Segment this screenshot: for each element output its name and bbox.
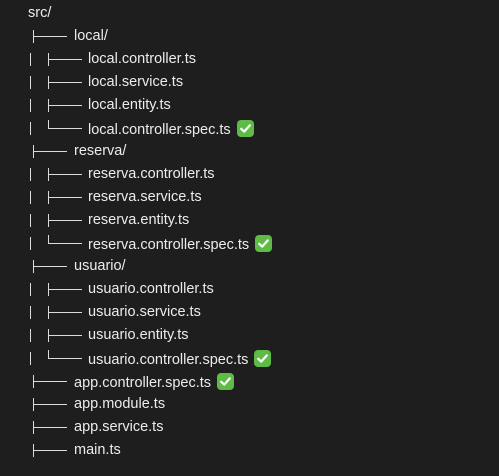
tree-entry: app.controller.spec.ts [0,370,499,393]
entry-name: app.controller.spec.ts [74,373,235,392]
tree-entry: main.ts [0,439,499,462]
tree-child-entry: reserva.controller.spec.ts [0,232,499,255]
check-mark-icon [217,373,235,390]
tree-child-entry: reserva.entity.ts [0,209,499,232]
check-mark-icon [254,350,272,367]
tree-child-entry: local.service.ts [0,71,499,94]
tree-child-entry: local.controller.spec.ts [0,117,499,140]
entry-name: main.ts [74,442,121,459]
file-name: reserva.controller.ts [88,166,215,183]
entry-text: usuario.entity.ts [88,327,189,343]
file-name: local.controller.spec.ts [88,120,254,139]
entry-text: main.ts [74,442,121,458]
tree-entry: usuario/ [0,255,499,278]
entry-text: usuario.controller.ts [88,281,214,297]
entry-name: usuario/ [74,258,126,275]
root-folder-label: src/ [28,5,52,21]
entry-name: app.module.ts [74,396,165,413]
entry-text: usuario.controller.spec.ts [88,352,249,368]
tree-child-entry: usuario.service.ts [0,301,499,324]
entry-name: reserva/ [74,143,126,160]
check-mark-icon [255,235,273,252]
file-name: reserva.controller.spec.ts [88,235,273,254]
tree-child-entry: local.controller.ts [0,48,499,71]
tree-entry: local/ [0,25,499,48]
entry-text: reserva.service.ts [88,189,202,205]
tree-child-entry: reserva.service.ts [0,186,499,209]
file-name: local.service.ts [88,74,183,91]
entry-name: app.service.ts [74,419,163,436]
entry-text: local/ [74,28,108,44]
file-name: usuario.controller.spec.ts [88,350,272,369]
tree-child-entry: usuario.controller.ts [0,278,499,301]
entry-text: app.service.ts [74,419,164,435]
file-name: reserva.entity.ts [88,212,189,229]
tree-child-entry: reserva.controller.ts [0,163,499,186]
entry-text: usuario.service.ts [88,304,201,320]
entry-name: local/ [74,28,108,45]
entry-text: local.entity.ts [88,97,171,113]
tree-root: src/ [0,2,499,25]
entry-text: reserva.controller.spec.ts [88,237,250,253]
file-name: local.controller.ts [88,51,196,68]
entry-text: local.controller.spec.ts [88,122,231,138]
tree-entry: app.service.ts [0,416,499,439]
entry-text: reserva.controller.ts [88,166,215,182]
file-name: reserva.service.ts [88,189,202,206]
entry-text: app.controller.spec.ts [74,375,212,391]
entry-text: usuario/ [74,258,126,274]
check-mark-icon [236,120,254,137]
file-name: local.entity.ts [88,97,171,114]
entry-text: reserva/ [74,143,127,159]
entry-text: local.service.ts [88,74,184,90]
tree-child-entry: usuario.controller.spec.ts [0,347,499,370]
tree-entry: reserva/ [0,140,499,163]
entry-text: local.controller.ts [88,51,196,67]
file-name: usuario.service.ts [88,304,201,321]
tree-child-entry: usuario.entity.ts [0,324,499,347]
file-name: usuario.controller.ts [88,281,214,298]
tree-child-entry: local.entity.ts [0,94,499,117]
entry-text: reserva.entity.ts [88,212,190,228]
file-name: usuario.entity.ts [88,327,188,344]
tree-entry: app.module.ts [0,393,499,416]
entry-text: app.module.ts [74,396,166,412]
